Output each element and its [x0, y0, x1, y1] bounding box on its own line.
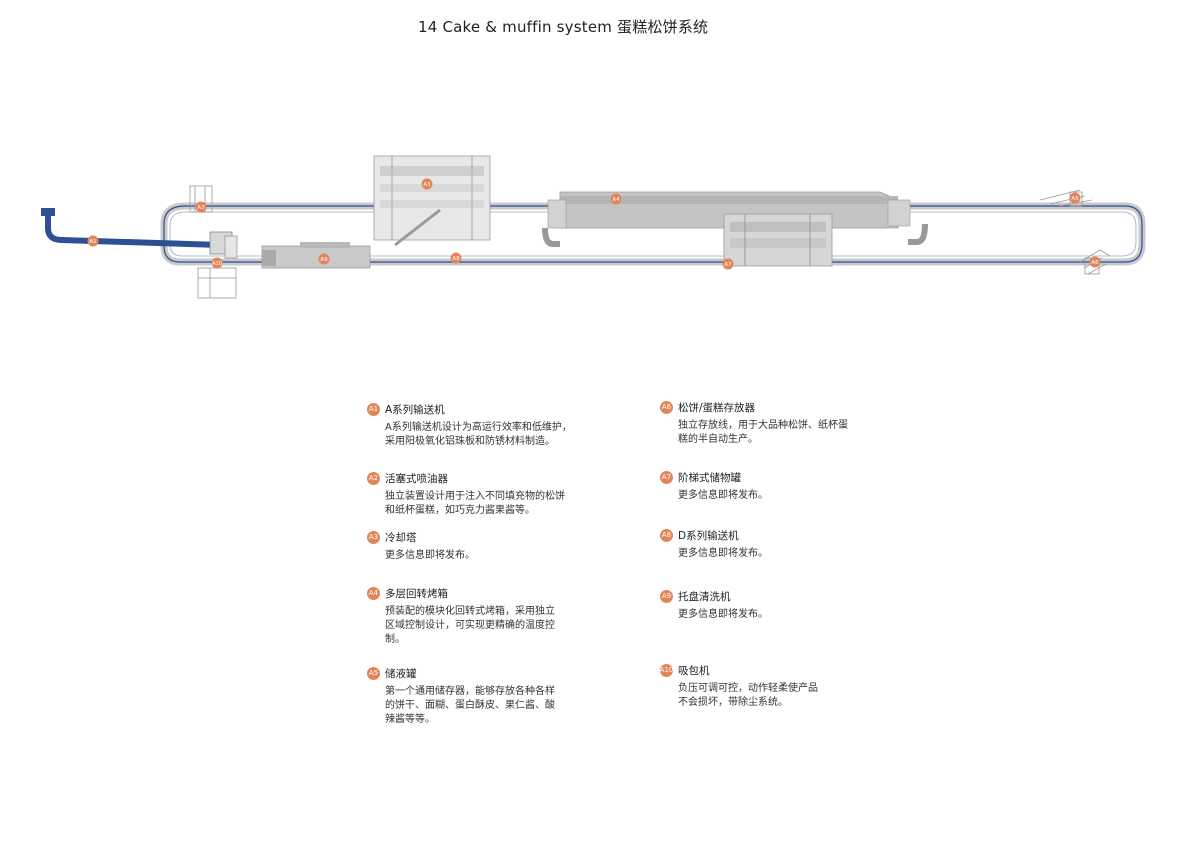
legend-item-a3: A3 冷却塔 更多信息即将发布。	[367, 529, 597, 563]
legend-item-a1: A1 A系列输送机 A系列输送机设计为高运行效率和低维护，采用阳极氧化铝珠板和防锈…	[367, 401, 597, 449]
legend-description: 独立装置设计用于注入不同填充物的松饼和纸杯蛋糕，如巧克力酱果酱等。	[385, 491, 565, 516]
a7-stepped-storage	[723, 213, 833, 267]
diagram-badge-a2: A2	[195, 201, 207, 213]
svg-text:A3: A3	[423, 182, 431, 188]
legend-description: 更多信息即将发布。	[385, 550, 475, 561]
legend-badge: A6	[660, 400, 673, 414]
legend-title: A系列输送机	[385, 403, 445, 416]
conveyor-loop	[160, 202, 1146, 266]
svg-text:A8: A8	[452, 256, 460, 262]
legend-title: 冷却塔	[385, 531, 417, 544]
svg-text:A10: A10	[212, 261, 222, 267]
legend-badge: A9	[660, 589, 673, 603]
a1-inlet-conveyor	[41, 208, 233, 255]
legend-item-a4: A4 多层回转烤箱 预装配的模块化回转式烤箱，采用独立区域控制设计，可实现更精确的…	[367, 585, 597, 647]
diagram-badge-a4: A4	[610, 193, 622, 205]
legend-badge: A10	[660, 663, 673, 677]
diagram-badge-a7: A7	[722, 258, 734, 270]
legend-badge: A5	[367, 666, 380, 680]
diagram-badge-a5: A5	[1069, 192, 1081, 204]
diagram-badge-a8: A8	[450, 252, 462, 264]
legend-title: D系列输送机	[678, 529, 739, 542]
legend-badge: A8	[660, 528, 673, 542]
legend-item-a2: A2 活塞式喷油器 独立装置设计用于注入不同填充物的松饼和纸杯蛋糕，如巧克力酱果酱…	[367, 470, 597, 518]
legend-badge: A2	[367, 471, 380, 485]
legend-item-a8: A8 D系列输送机 更多信息即将发布。	[660, 527, 890, 561]
svg-text:A4: A4	[612, 197, 620, 203]
diagram-badge-a6: A6	[1089, 256, 1101, 268]
svg-text:A7: A7	[724, 262, 732, 268]
legend-badge: A7	[660, 470, 673, 484]
diagram-badge-a10: A10	[211, 257, 223, 269]
svg-text:A1: A1	[89, 239, 96, 245]
legend-description: A系列输送机设计为高运行效率和低维护，采用阳极氧化铝珠板和防锈材料制造。	[385, 422, 572, 447]
legend-title: 活塞式喷油器	[385, 472, 448, 485]
a3-cooling-tower	[373, 155, 491, 247]
diagram-badge-a1: A1	[87, 235, 99, 247]
legend-badge: A1	[367, 402, 380, 416]
page-title: 14 Cake & muffin system 蛋糕松饼系统	[418, 18, 709, 36]
legend-item-a7: A7 阶梯式储物罐 更多信息即将发布。	[660, 469, 890, 503]
diagram-badge-a3: A3	[421, 178, 433, 190]
legend-description: 负压可调可控，动作轻柔使产品不会损坏，带除尘系统。	[678, 683, 818, 708]
legend-badge: A4	[367, 586, 380, 600]
legend-description: 更多信息即将发布。	[678, 490, 768, 501]
svg-text:A5: A5	[1071, 196, 1079, 202]
legend-description: 更多信息即将发布。	[678, 609, 768, 620]
legend-description: 预装配的模块化回转式烤箱，采用独立区域控制设计，可实现更精确的温度控制。	[385, 606, 555, 645]
svg-text:A6: A6	[1091, 260, 1099, 266]
legend-description: 第一个通用储存器，能够存放各种各样的饼干、面糊、蛋白酥皮、果仁酱、酸辣酱等等。	[385, 686, 555, 725]
legend-badge: A3	[367, 530, 380, 544]
legend-item-a10: A10 吸包机 负压可调可控，动作轻柔使产品不会损坏，带除尘系统。	[660, 662, 890, 710]
left-frame-structures	[189, 185, 238, 299]
legend-title: 储液罐	[385, 667, 417, 680]
svg-text:A9: A9	[320, 257, 328, 263]
legend-item-a5: A5 储液罐 第一个通用储存器，能够存放各种各样的饼干、面糊、蛋白酥皮、果仁酱、酸…	[367, 665, 597, 727]
legend-title: 托盘清洗机	[678, 590, 731, 603]
legend-title: 松饼/蛋糕存放器	[678, 401, 756, 414]
legend-title: 阶梯式储物罐	[678, 471, 741, 484]
legend-item-a6: A6 松饼/蛋糕存放器 独立存放线，用于大品种松饼、纸杯蛋糕的半自动生产。	[660, 399, 890, 447]
a9-tray-washer	[261, 242, 371, 269]
legend-item-a9: A9 托盘清洗机 更多信息即将发布。	[660, 588, 890, 622]
svg-text:A2: A2	[197, 205, 204, 211]
diagram-badge-a9: A9	[318, 253, 330, 265]
legend-description: 独立存放线，用于大品种松饼、纸杯蛋糕的半自动生产。	[678, 420, 848, 445]
legend-description: 更多信息即将发布。	[678, 548, 768, 559]
legend-title: 多层回转烤箱	[385, 587, 448, 600]
legend-title: 吸包机	[678, 664, 710, 677]
